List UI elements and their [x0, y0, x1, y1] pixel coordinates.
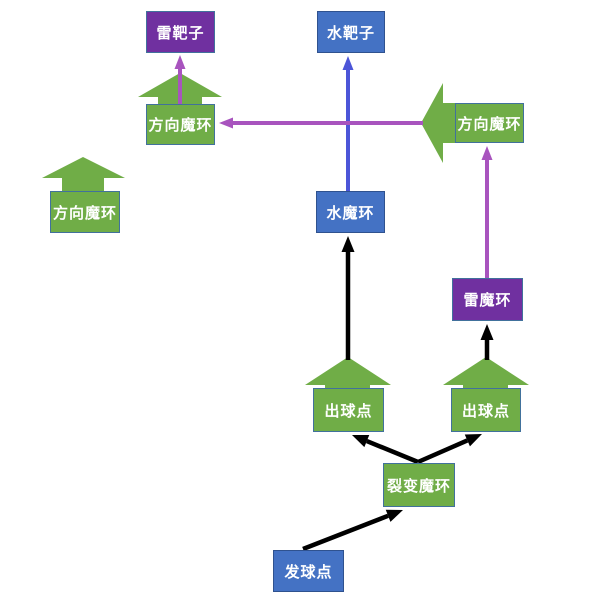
node-exit-point-right: 出球点 [451, 388, 521, 432]
edge-fission-ring-to-exit-point-right [417, 434, 482, 465]
edge-serve-point-to-fission-ring [302, 509, 403, 552]
node-label: 出球点 [461, 402, 510, 420]
node-water-ring: 水魔环 [316, 191, 385, 233]
node-thunder-target: 雷靶子 [146, 11, 215, 53]
edge-direction-ring-top-to-thunder-target [174, 55, 186, 105]
left-arrow-direction-ring-right-icon [421, 83, 460, 163]
node-label: 雷魔环 [463, 292, 512, 309]
node-water-target: 水靶子 [317, 11, 385, 53]
node-label: 方向魔环 [457, 115, 522, 133]
edge-thunder-ring-to-direction-ring-right [481, 146, 493, 278]
node-label: 水魔环 [326, 204, 375, 222]
node-label: 出球点 [324, 402, 373, 420]
node-direction-ring-left: 方向魔环 [50, 191, 120, 233]
node-label: 裂变魔环 [386, 477, 451, 495]
node-thunder-ring: 雷魔环 [452, 278, 523, 321]
node-fission-ring: 裂变魔环 [383, 463, 455, 507]
up-arrow-exit-point-right-icon [443, 357, 529, 392]
up-arrow-direction-ring-left-icon [42, 157, 125, 197]
node-direction-ring-right: 方向魔环 [455, 103, 524, 143]
up-arrow-exit-point-left-icon [305, 357, 391, 392]
node-label: 方向魔环 [52, 204, 117, 222]
node-exit-point-left: 出球点 [313, 388, 384, 432]
node-label: 雷靶子 [156, 24, 205, 42]
node-label: 发球点 [284, 563, 333, 581]
edge-exit-point-right-to-thunder-ring [480, 324, 494, 360]
edge-fission-ring-to-exit-point-left [352, 435, 419, 465]
edge-water-ring-to-water-target [342, 56, 354, 191]
node-label: 方向魔环 [148, 117, 213, 134]
node-label: 水靶子 [326, 24, 375, 42]
edge-exit-point-left-to-water-ring [341, 236, 355, 360]
node-direction-ring-top: 方向魔环 [146, 104, 215, 145]
node-serve-point: 发球点 [273, 550, 344, 592]
edge-right-arrow-to-direction-ring-top [219, 117, 423, 129]
